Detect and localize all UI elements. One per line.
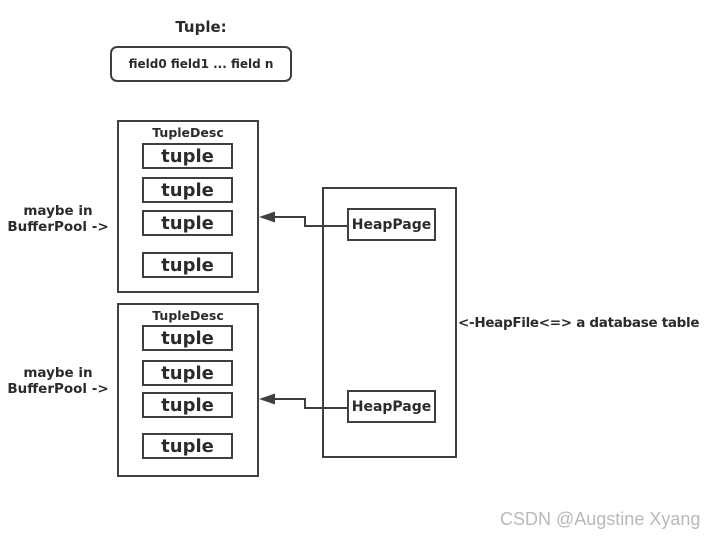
heappage-label: HeapPage xyxy=(351,216,432,233)
heappage-box-2: HeapPage xyxy=(347,390,436,423)
tuple-row: tuple xyxy=(142,177,233,203)
bufferpool-note-2: maybe in BufferPool -> xyxy=(0,365,116,397)
tuple-fields-box: field0 field1 ... field n xyxy=(110,46,292,82)
tuple-row: tuple xyxy=(142,210,233,236)
note-line: maybe in xyxy=(23,203,93,219)
note-line: BufferPool -> xyxy=(7,381,109,397)
note-line: BufferPool -> xyxy=(7,219,109,235)
tupledesc-label: TupleDesc xyxy=(152,308,224,323)
heappage-box-1: HeapPage xyxy=(347,208,436,241)
tuple-row: tuple xyxy=(142,433,233,459)
tupledesc-label: TupleDesc xyxy=(152,125,224,140)
heappage-arrow-1-head xyxy=(259,211,275,223)
tuple-fields-label: field0 field1 ... field n xyxy=(128,57,274,71)
tuple-row: tuple xyxy=(142,360,233,386)
csdn-watermark: CSDN @Augstine Xyang xyxy=(500,509,701,529)
tuple-row: tuple xyxy=(142,252,233,278)
heappage-label: HeapPage xyxy=(351,398,432,415)
tuple-row: tuple xyxy=(142,392,233,418)
tuple-title: Tuple: xyxy=(175,18,227,36)
heapfile-annotation: <-HeapFile<=> a database table xyxy=(458,315,700,331)
note-line: maybe in xyxy=(23,365,93,381)
tuple-row: tuple xyxy=(142,143,233,169)
bufferpool-note-1: maybe in BufferPool -> xyxy=(0,203,116,235)
heappage-arrow-2-head xyxy=(259,393,275,405)
tuple-row: tuple xyxy=(142,325,233,351)
tupledesc-box-1: TupleDesc tuple tuple tuple tuple xyxy=(117,120,259,293)
tupledesc-box-2: TupleDesc tuple tuple tuple tuple xyxy=(117,303,259,477)
